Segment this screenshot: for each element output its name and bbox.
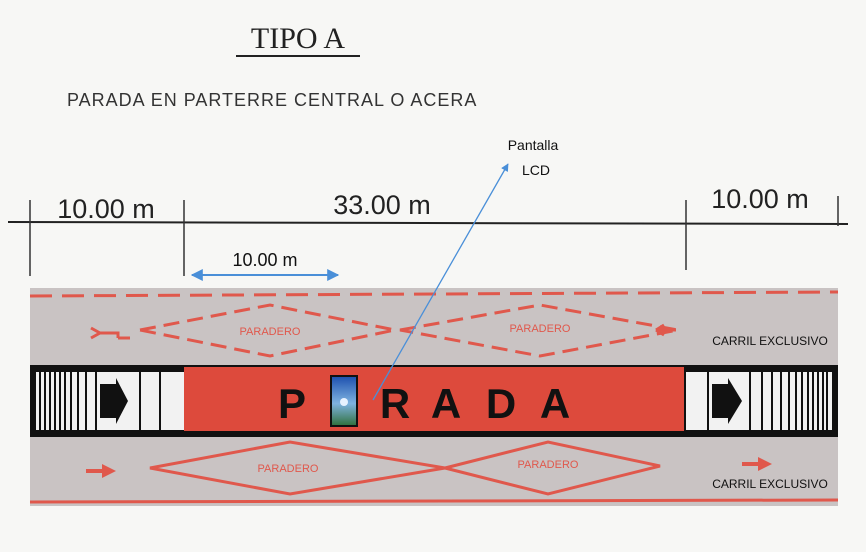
annotation-line1: Pantalla xyxy=(508,137,559,153)
upper-right-arrow-icon xyxy=(655,323,676,337)
stop-area xyxy=(184,367,684,431)
carril-exclusivo-bottom: CARRIL EXCLUSIVO xyxy=(712,477,828,491)
stop-letter-a2: A xyxy=(540,380,570,427)
dimension-center-label: 33.00 m xyxy=(333,190,431,220)
upper-paradero-diamond-2 xyxy=(399,303,679,358)
stop-letter-a1: A xyxy=(431,380,461,427)
left-direction-arrow-icon xyxy=(100,378,128,424)
upper-left-arrow-icon xyxy=(90,326,130,340)
subtitle: PARADA EN PARTERRE CENTRAL O ACERA xyxy=(67,90,477,110)
lower-paradero-label-2: PARADERO xyxy=(518,459,579,471)
road-bottom-line xyxy=(29,498,839,504)
upper-lane-markings xyxy=(139,303,679,358)
lower-left-arrow-icon xyxy=(86,464,116,478)
annotation-line2: LCD xyxy=(522,162,550,178)
carril-exclusivo-top: CARRIL EXCLUSIVO xyxy=(712,334,828,348)
dimension-left-label: 10.00 m xyxy=(57,194,155,224)
left-hatch xyxy=(36,372,184,430)
upper-paradero-label-1: PARADERO xyxy=(240,326,301,338)
lower-right-arrow-icon xyxy=(742,457,772,471)
stop-letter-p: P xyxy=(278,380,306,427)
stop-letter-d: D xyxy=(486,380,516,427)
lower-paradero-label-1: PARADERO xyxy=(258,463,319,475)
lcd-screen-highlight xyxy=(340,398,348,406)
lcd-pointer-line xyxy=(372,163,509,401)
lower-lane-markings xyxy=(149,440,661,496)
right-direction-arrow-icon xyxy=(712,378,742,424)
stop-letter-r: R xyxy=(380,380,410,427)
dimension-line xyxy=(7,221,849,225)
right-hatch xyxy=(686,372,832,430)
sub-dimension-label: 10.00 m xyxy=(232,250,297,270)
dimension-right-label: 10.00 m xyxy=(711,184,809,214)
upper-paradero-label-2: PARADERO xyxy=(510,323,571,335)
title: TIPO A xyxy=(251,22,346,55)
lower-paradero-diamond-2 xyxy=(444,440,661,496)
